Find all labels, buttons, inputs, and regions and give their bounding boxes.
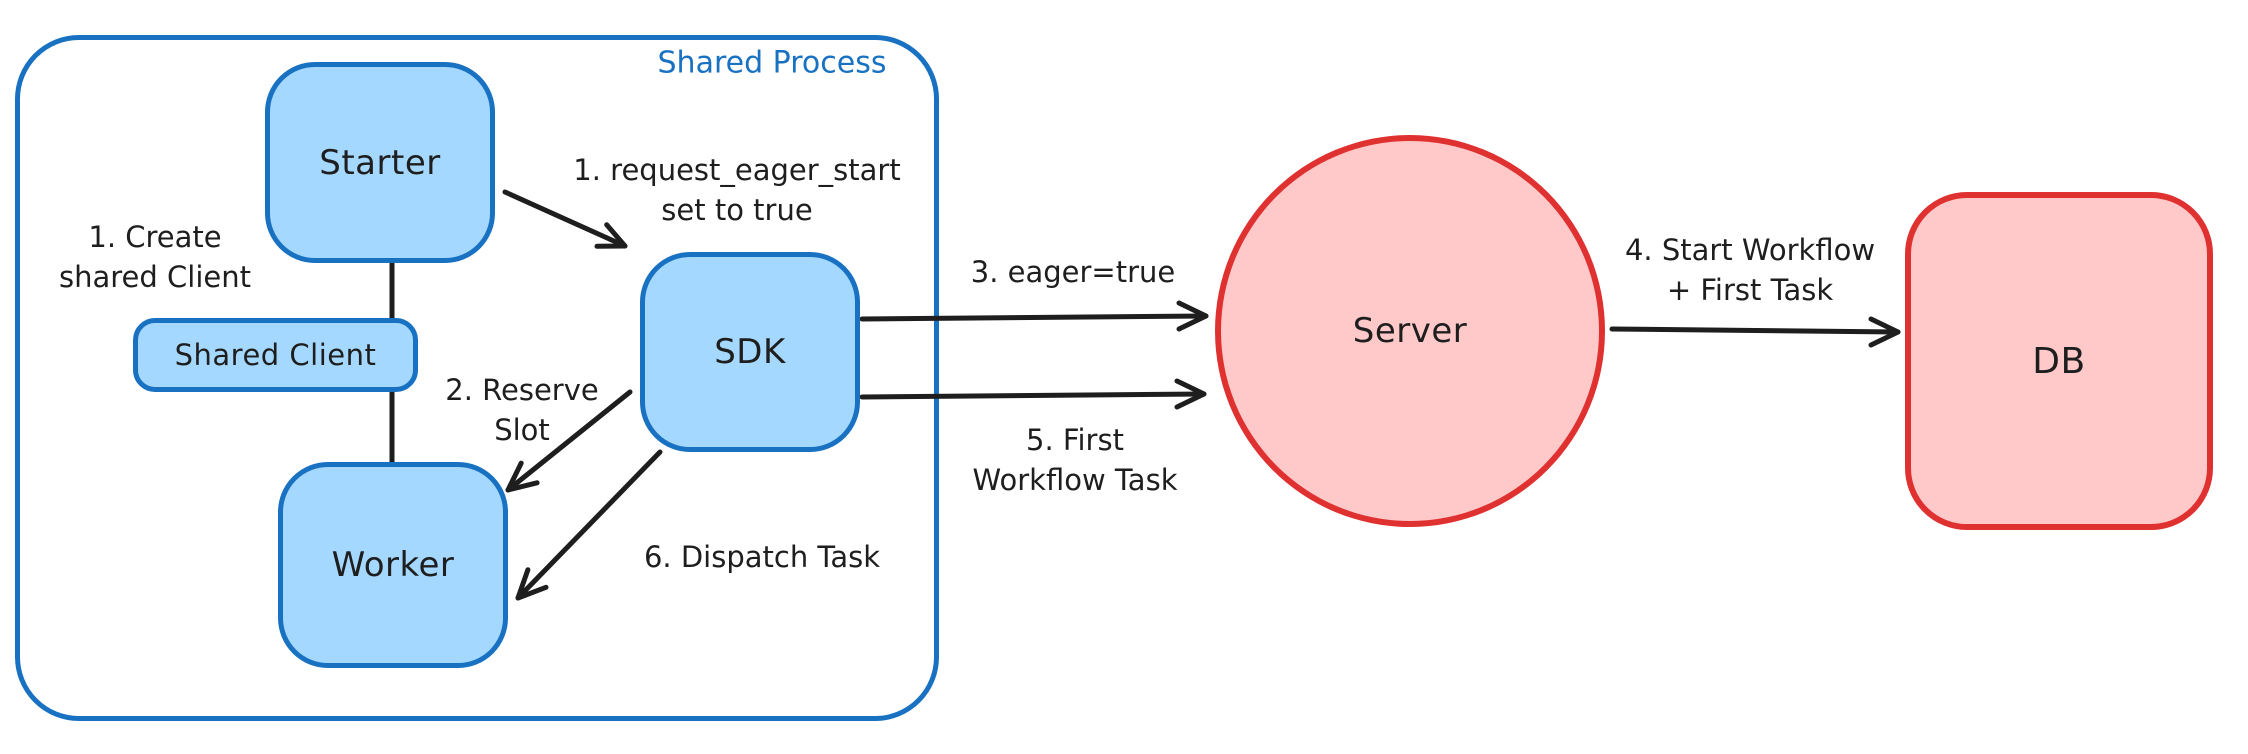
note-dispatch-task: 6. Dispatch Task [643, 539, 881, 574]
note-eager-true: 3. eager=true [970, 254, 1176, 289]
arrow-sdk-server-eager [859, 300, 1209, 332]
arrow-starter-sdk [502, 189, 628, 249]
node-worker: Worker [278, 462, 508, 668]
node-server: Server [1215, 135, 1605, 527]
note-start-workflow: 4. Start Workflow + First Task [1624, 232, 1876, 307]
shared-process-title: Shared Process [657, 45, 887, 81]
note-first-workflow-task: 5. First Workflow Task [972, 422, 1178, 497]
shared-process-container [15, 35, 939, 721]
arrow-sdk-worker-reserve [505, 389, 633, 493]
note-create-shared-client: 1. Create shared Client [59, 219, 251, 294]
node-sdk: SDK [640, 252, 860, 452]
node-starter: Starter [265, 62, 495, 263]
node-server-label: Server [1352, 311, 1468, 351]
node-shared-client-label: Shared Client [174, 338, 377, 372]
note-reserve-slot: 2. Reserve Slot [445, 372, 599, 447]
arrow-server-db [1609, 316, 1901, 348]
node-shared-client: Shared Client [133, 318, 418, 392]
node-worker-label: Worker [331, 545, 455, 585]
node-starter-label: Starter [319, 142, 441, 183]
arrow-sdk-worker-dispatch [515, 449, 663, 601]
node-db-label: DB [2032, 340, 2086, 382]
arrow-sdk-server-task [859, 378, 1207, 410]
note-request-eager-start: 1. request_eager_start set to true [573, 152, 901, 227]
node-sdk-label: SDK [714, 332, 786, 372]
node-db: DB [1905, 192, 2213, 530]
